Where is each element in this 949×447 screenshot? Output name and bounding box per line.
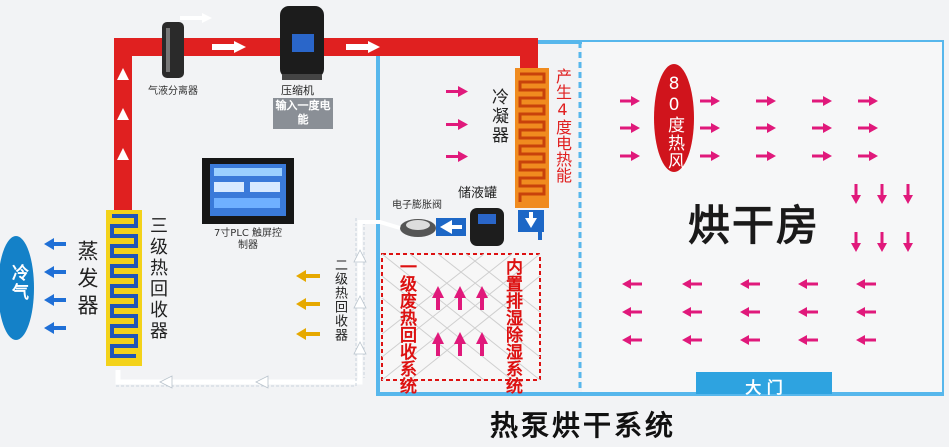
condenser-label: 冷凝器 — [488, 88, 508, 145]
secondary-recovery-arrows — [296, 270, 320, 340]
gate-label: 大 门 — [745, 378, 783, 397]
return-left-arrows — [622, 279, 876, 345]
second-recovery-label: 二级热回收器 — [332, 258, 347, 342]
hot-air-right-arrows — [620, 96, 878, 161]
plc-label: 7寸PLC 触屏控制器 — [213, 228, 283, 251]
drying-room-label: 烘干房 — [688, 201, 821, 250]
condenser-coil — [515, 68, 549, 208]
heat-generated-label: 产生4度电热能 — [553, 68, 572, 183]
compressor-label: 压缩机 — [281, 84, 314, 97]
compressor-input-badge: 输入一度电能 — [273, 98, 333, 129]
top-white-arrow — [180, 13, 212, 23]
hot-air-label: 80度热风 — [664, 74, 684, 170]
page-title: 热泵烘干系统 — [490, 409, 677, 442]
separator-label: 气液分离器 — [148, 86, 198, 97]
first-recovery-label: 一级废热回收系统 — [396, 258, 416, 394]
evaporator-label: 蒸发器 — [75, 240, 99, 321]
separator-graphic — [162, 22, 184, 78]
builtin-dehumid-label: 内置排湿除湿系统 — [502, 258, 522, 394]
hot-air-down-arrows — [851, 184, 913, 252]
valve-label: 电子膨胀阀 — [392, 200, 442, 211]
cold-air-arrows — [44, 238, 66, 334]
refrigerant-pipe — [114, 38, 538, 218]
evaporator-coil — [106, 210, 142, 366]
receiver-label: 储液罐 — [458, 186, 498, 201]
hot-air-bubble — [654, 64, 694, 172]
receiver-graphic — [470, 208, 504, 246]
cold-air-label: 冷气 — [8, 264, 28, 302]
compressor-graphic — [280, 6, 324, 80]
condenser-in-arrows — [446, 86, 468, 162]
recovery-up-arrows — [432, 286, 488, 356]
plc-screen — [202, 158, 294, 224]
third-recovery-label: 三级热回收器 — [147, 216, 168, 342]
cold-air-bubble — [0, 236, 34, 340]
gate-bar — [696, 372, 832, 394]
pipe-flow-arrows — [117, 41, 380, 160]
